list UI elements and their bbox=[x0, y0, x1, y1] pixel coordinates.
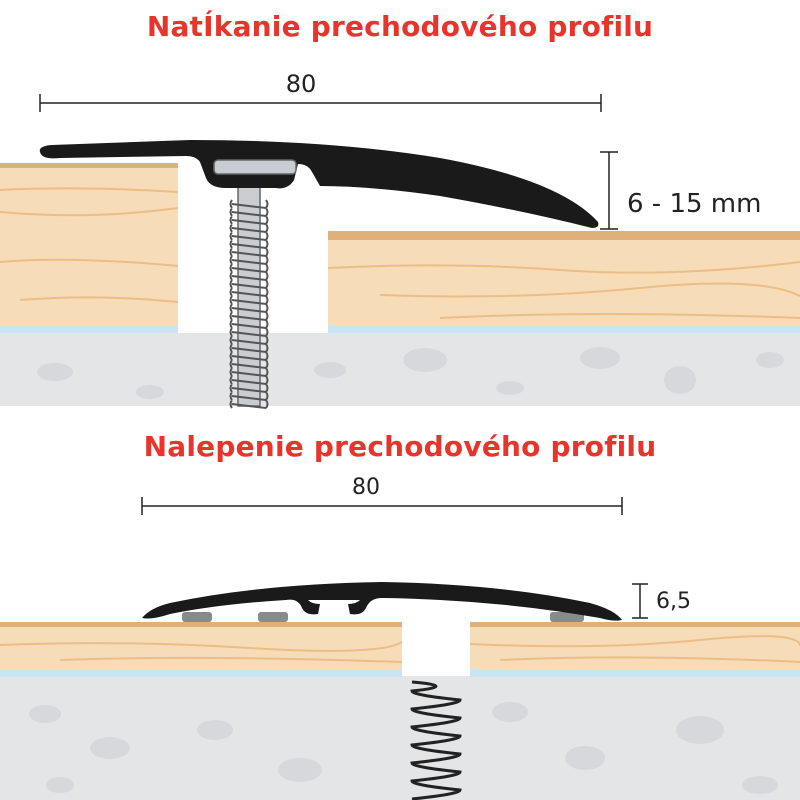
bottom-concrete-base bbox=[0, 676, 800, 800]
bottom-profile bbox=[142, 582, 622, 621]
top-membrane-left bbox=[0, 325, 178, 333]
top-profile bbox=[39, 140, 599, 228]
top-width-label: 80 bbox=[286, 70, 317, 98]
bottom-membrane-right bbox=[470, 669, 800, 677]
top-board-right-surface bbox=[328, 231, 800, 240]
bottom-width-dimension bbox=[141, 497, 623, 515]
top-screw bbox=[229, 174, 269, 409]
top-concrete-spots bbox=[37, 347, 784, 399]
title-screw-mount: NatÍkanie prechodového profilu bbox=[146, 10, 654, 43]
top-board-left-surface bbox=[0, 163, 178, 168]
bottom-concrete-spots bbox=[29, 702, 778, 794]
top-board-left bbox=[0, 163, 178, 325]
bottom-adhesive-pads bbox=[182, 612, 584, 622]
top-concrete-base bbox=[0, 333, 800, 406]
top-board-left-grain bbox=[0, 187, 179, 303]
bottom-diagram: 80 6,5 bbox=[0, 475, 800, 800]
bottom-spring bbox=[410, 680, 462, 800]
bottom-membrane-left bbox=[0, 669, 402, 677]
top-board-right bbox=[328, 231, 800, 325]
bottom-board-right-surface bbox=[470, 622, 800, 627]
top-membrane-right bbox=[328, 325, 800, 333]
top-width-dimension bbox=[39, 94, 602, 112]
bottom-board-left-surface bbox=[0, 622, 402, 627]
title-adhesive-mount: Nalepenie prechodového profilu bbox=[143, 430, 657, 463]
top-diagram: 80 6 - 15 mm bbox=[0, 70, 800, 409]
bottom-width-label: 80 bbox=[352, 475, 380, 500]
top-board-right-grain bbox=[327, 261, 800, 319]
bottom-board-grain bbox=[0, 635, 800, 663]
top-height-label: 6 - 15 mm bbox=[627, 189, 761, 219]
top-height-dimension bbox=[600, 151, 618, 230]
bottom-height-dimension bbox=[632, 583, 648, 619]
bottom-height-label: 6,5 bbox=[656, 589, 691, 614]
